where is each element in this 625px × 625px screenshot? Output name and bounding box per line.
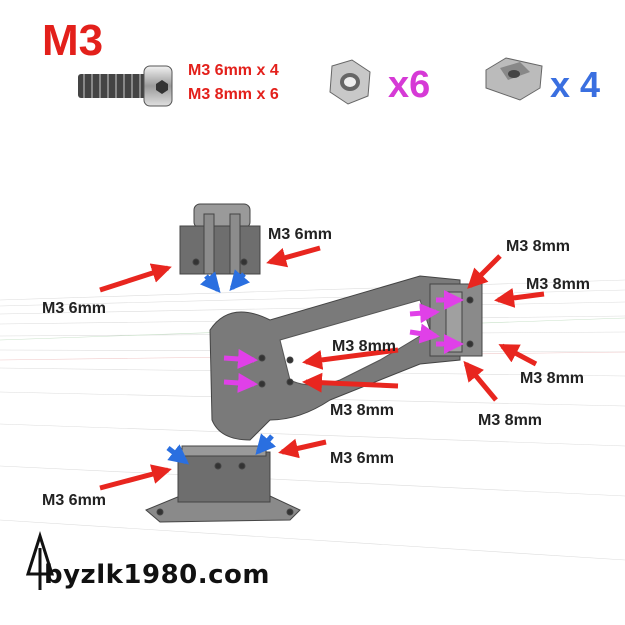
nut-quantity: x6	[388, 64, 431, 106]
blue-arrows	[166, 269, 277, 465]
bolt-icon	[78, 65, 173, 107]
callout-hinge-top: M3 8mm	[506, 238, 571, 255]
t-slot-nut-quantity: x 4	[550, 64, 601, 105]
callout-arm-center-upper: M3 8mm	[332, 338, 397, 355]
callout-hinge-right-upper: M3 8mm	[526, 276, 591, 293]
logo-icon	[25, 531, 55, 590]
callout-top-bracket-left: M3 6mm	[42, 300, 107, 317]
callout-top-bracket-right: M3 6mm	[268, 226, 333, 243]
brand-watermark: byzlk1980.com	[44, 560, 271, 590]
page-title: M3	[42, 16, 104, 65]
base-part	[145, 445, 301, 523]
callout-hinge-right-lower: M3 8mm	[520, 370, 585, 387]
t-slot-nut-icon	[485, 57, 543, 101]
hex-nut-icon	[329, 59, 371, 105]
callout-base-right: M3 6mm	[330, 450, 395, 467]
callout-base-left: M3 6mm	[42, 492, 107, 509]
bolt-spec-8mm: M3 8mm x 6	[188, 86, 279, 103]
callout-arm-center-lower: M3 8mm	[330, 402, 395, 419]
top-bracket-part	[179, 203, 261, 275]
red-arrows	[99, 245, 545, 491]
magenta-arrows	[223, 290, 464, 393]
callout-hinge-bottom: M3 8mm	[478, 412, 543, 429]
bolt-spec-6mm: M3 6mm x 4	[188, 62, 279, 79]
